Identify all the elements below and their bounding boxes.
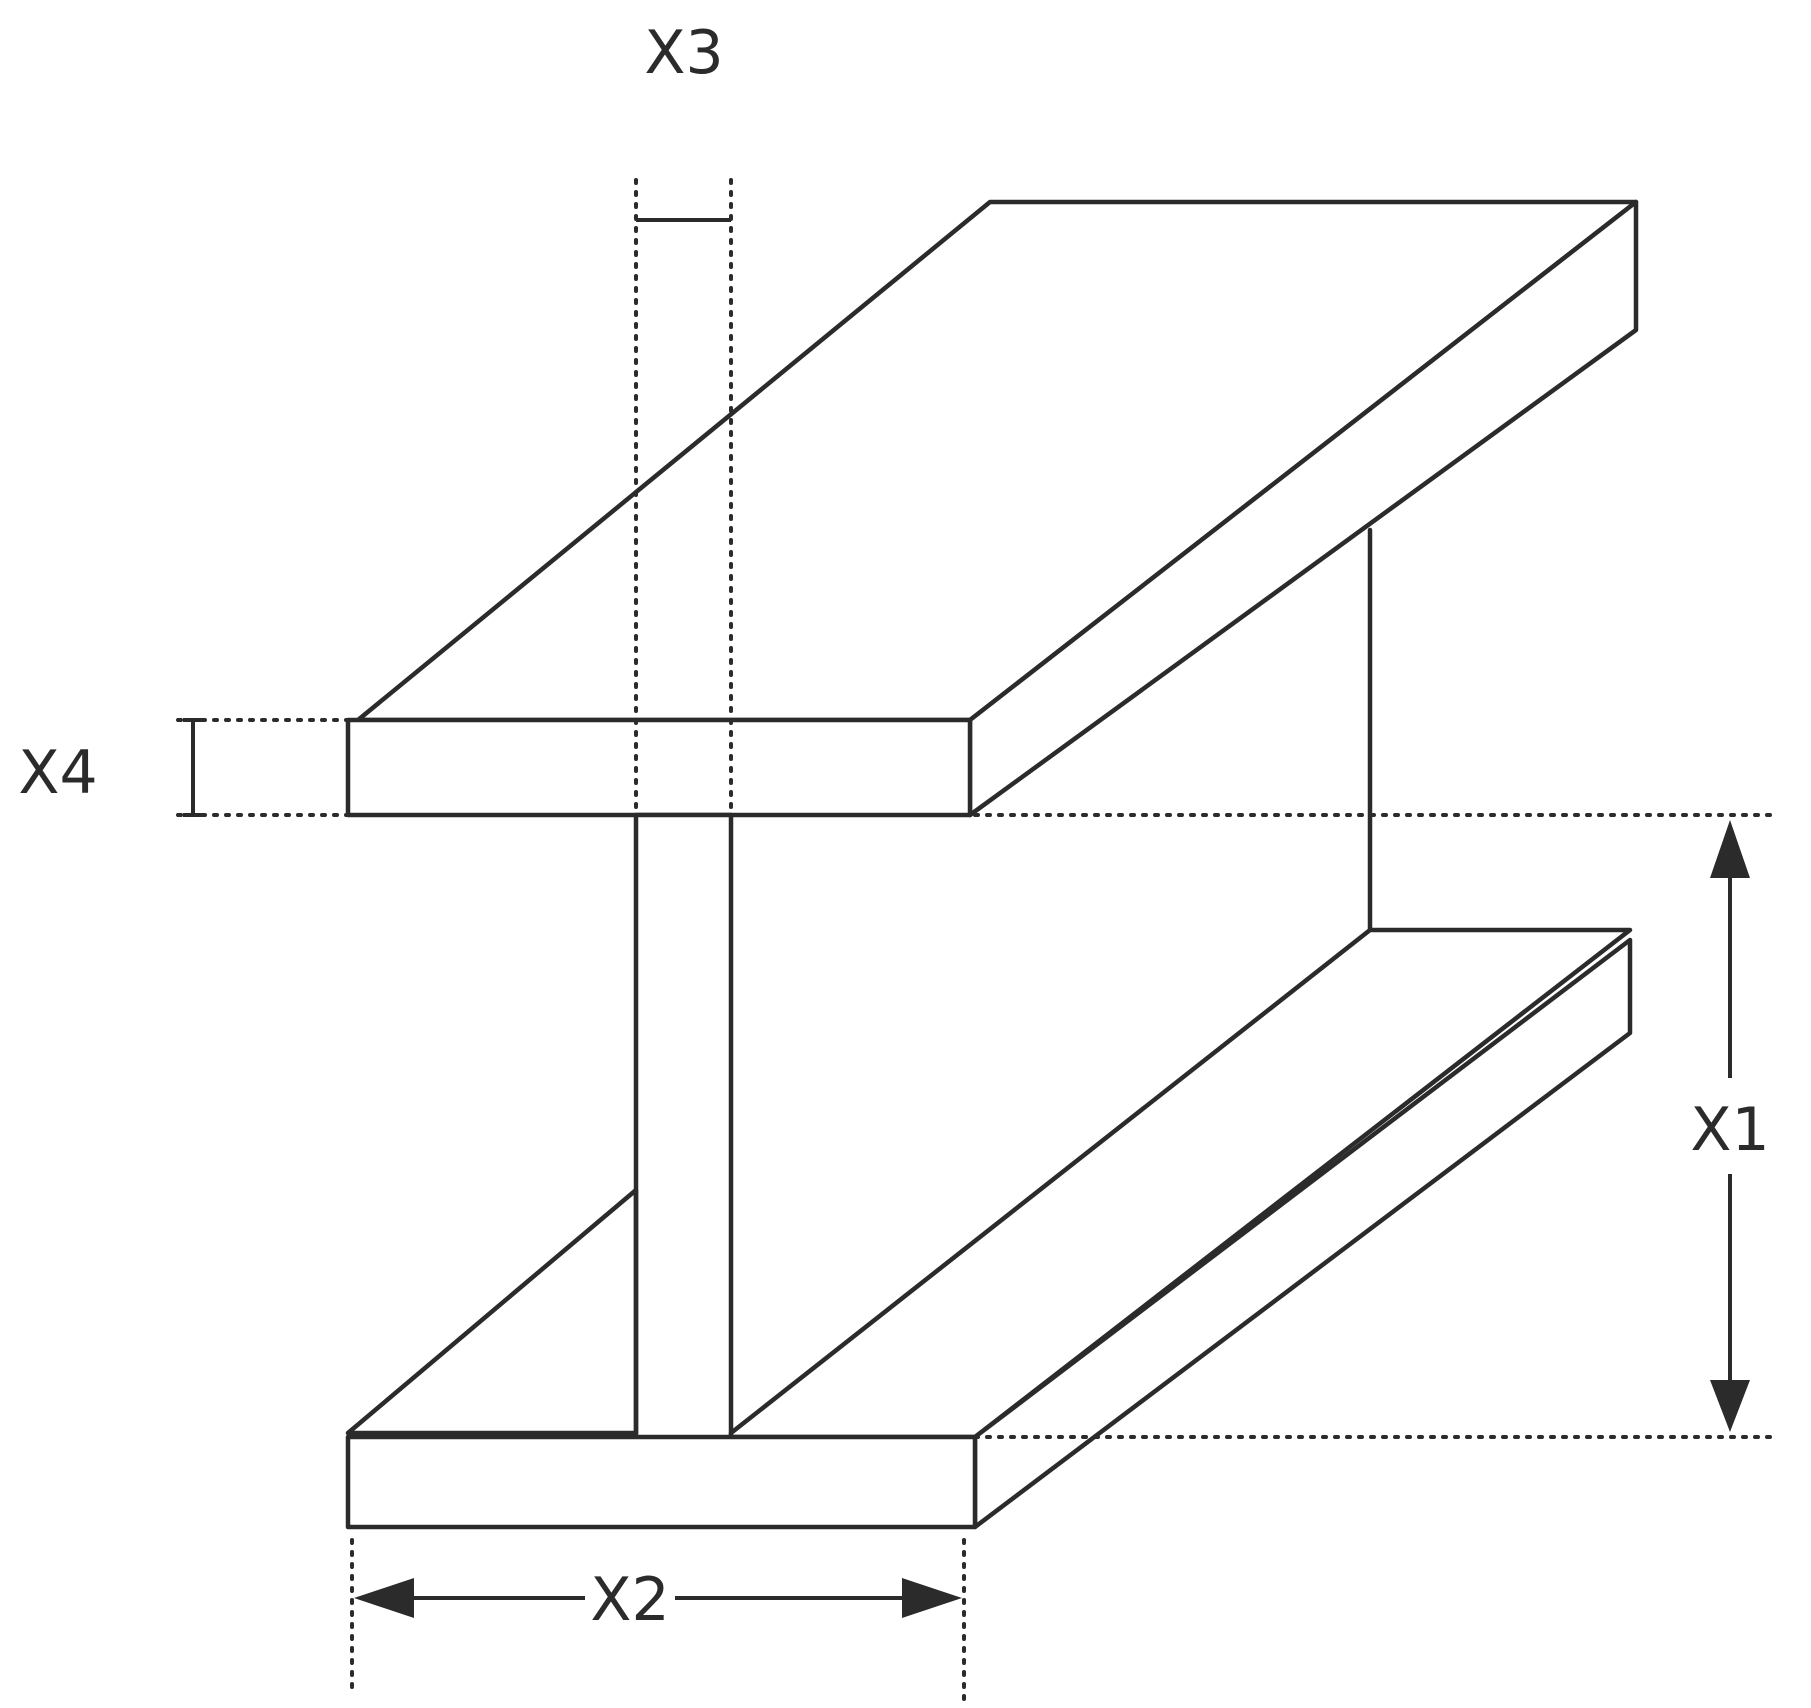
- x2-arrow-left: [354, 1578, 414, 1618]
- dimension-x3: X3: [636, 18, 731, 222]
- bottom-flange-front-face: [345, 1434, 978, 1530]
- x1-label: X1: [1690, 1095, 1769, 1165]
- top-flange: [345, 199, 1639, 818]
- x1-arrow-down: [1710, 1380, 1750, 1432]
- x3-label: X3: [644, 18, 723, 88]
- dimension-x2: X2: [354, 1556, 962, 1640]
- bottom-flange: [345, 927, 1633, 1530]
- top-flange-front-face: [345, 717, 973, 818]
- x4-label: X4: [18, 738, 97, 808]
- web-front-face: [633, 812, 734, 1441]
- guide-lines: [176, 178, 1777, 1702]
- x2-label: X2: [590, 1565, 669, 1635]
- dimension-x1: X1: [1688, 820, 1772, 1432]
- x2-arrow-right: [902, 1578, 962, 1618]
- x1-arrow-up: [1710, 820, 1750, 878]
- bottom-flange-left-top-edge: [345, 1187, 639, 1436]
- dimension-x4: X4: [18, 718, 203, 817]
